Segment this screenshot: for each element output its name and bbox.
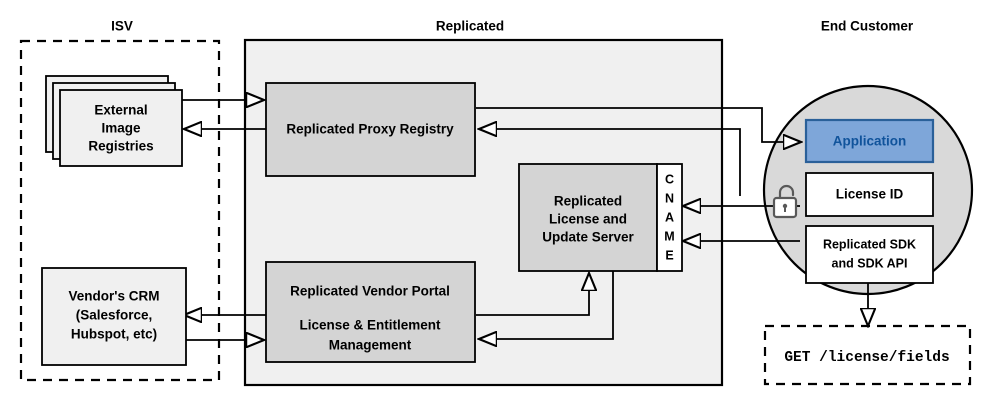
padlock-shackle-open bbox=[778, 184, 795, 200]
isv-zone-boundary bbox=[19, 39, 221, 382]
application-box bbox=[804, 118, 935, 164]
vendors-crm-box bbox=[41, 267, 187, 366]
connector-license-server-to-vendor-portal bbox=[479, 270, 614, 339]
replicated-sdk-node[interactable]: Replicated SDK and SDK API bbox=[805, 225, 934, 284]
connector-vendor-portal-to-license-server bbox=[476, 273, 589, 316]
replicated-proxy-registry-box bbox=[265, 82, 476, 177]
vendor-portal-label-line2: License & Entitlement bbox=[299, 318, 441, 333]
zone-title-end-customer: End Customer bbox=[821, 19, 914, 34]
cname-box[interactable] bbox=[656, 163, 683, 272]
cname-letter-a: A bbox=[665, 210, 674, 224]
replicated-sdk-box bbox=[805, 225, 934, 284]
license-server-label-line1: Replicated bbox=[554, 194, 622, 209]
connector-proxy-to-application bbox=[476, 107, 801, 142]
replicated-sdk-label-line2: and SDK API bbox=[832, 256, 908, 270]
vendor-portal-label-line3: Management bbox=[329, 338, 412, 353]
license-server-label-line2: License and bbox=[549, 212, 627, 227]
cname-letter-e: E bbox=[665, 248, 673, 262]
vendor-portal-label-line1: Replicated Vendor Portal bbox=[290, 284, 450, 299]
replicated-license-update-server-node[interactable]: Replicated License and Update Server C N… bbox=[518, 163, 683, 272]
external-image-registries-label-line3: Registries bbox=[88, 139, 153, 154]
cname-letter-m: M bbox=[664, 229, 674, 243]
api-request-node[interactable]: GET /license/fields bbox=[763, 324, 972, 386]
replicated-vendor-portal-box bbox=[265, 261, 476, 363]
external-image-registries-label-line1: External bbox=[94, 103, 147, 118]
external-image-registries-node[interactable]: External Image Registries bbox=[45, 75, 183, 167]
application-label: Application bbox=[833, 134, 907, 149]
external-image-registries-stack-front bbox=[59, 89, 183, 167]
zone-title-replicated: Replicated bbox=[436, 19, 504, 34]
api-request-label: GET /license/fields bbox=[784, 350, 949, 366]
vendors-crm-label-line3: Hubspot, etc) bbox=[71, 327, 157, 342]
zone-title-isv: ISV bbox=[111, 19, 133, 34]
padlock-keyhole-stem bbox=[784, 206, 786, 212]
vendors-crm-label-line2: (Salesforce, bbox=[76, 308, 153, 323]
replicated-license-update-server-box bbox=[518, 163, 658, 272]
replicated-proxy-registry-label: Replicated Proxy Registry bbox=[286, 122, 454, 137]
cname-letter-n: N bbox=[665, 191, 674, 205]
cname-letter-c: C bbox=[665, 172, 674, 186]
external-image-registries-label-line2: Image bbox=[101, 121, 141, 136]
replicated-proxy-registry-node[interactable]: Replicated Proxy Registry bbox=[265, 82, 476, 177]
unlocked-padlock-icon bbox=[772, 184, 798, 219]
connector-application-to-proxy bbox=[479, 129, 741, 196]
api-request-boundary bbox=[763, 324, 972, 386]
license-id-label: License ID bbox=[836, 187, 904, 202]
replicated-vendor-portal-node[interactable]: Replicated Vendor Portal License & Entit… bbox=[265, 261, 476, 363]
license-server-label-line3: Update Server bbox=[542, 230, 634, 245]
application-node[interactable]: Application bbox=[804, 118, 935, 164]
license-id-node[interactable]: License ID bbox=[805, 172, 934, 217]
replicated-sdk-label-line1: Replicated SDK bbox=[823, 237, 916, 251]
vendors-crm-label-line1: Vendor's CRM bbox=[69, 289, 160, 304]
vendors-crm-node[interactable]: Vendor's CRM (Salesforce, Hubspot, etc) bbox=[41, 267, 187, 366]
license-id-box bbox=[805, 172, 934, 217]
